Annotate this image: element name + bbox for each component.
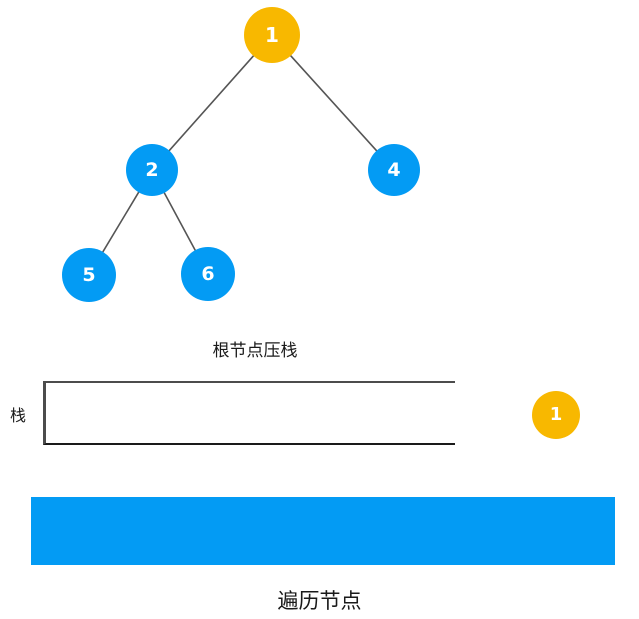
tree-edge-1-2 [168,54,255,152]
tree-node-5[interactable]: 5 [62,248,116,302]
stack-label: 栈 [10,406,27,425]
tree-node-label: 6 [201,262,215,285]
tree-node-4[interactable]: 4 [368,144,420,196]
stack-caption: 根节点压栈 [212,341,298,361]
bottom-caption: 遍历节点 [277,589,362,613]
tree-node-6[interactable]: 6 [181,247,235,301]
tree-edges-layer [101,54,378,254]
tree-node-2[interactable]: 2 [126,144,178,196]
tree-edge-2-5 [101,191,140,254]
highlight-bar [31,497,615,565]
tree-node-label: 1 [265,23,279,47]
pending-node[interactable]: 1 [532,391,580,439]
pending-node-label: 1 [549,404,563,425]
pending-node-container: 1 [532,391,580,439]
tree-node-label: 2 [145,158,159,181]
tree-edge-1-4 [289,54,378,152]
tree-node-label: 4 [387,158,401,181]
tree-node-label: 5 [82,263,96,286]
tree-edge-2-6 [163,191,197,252]
stack-container [43,381,455,445]
tree-node-1[interactable]: 1 [244,7,300,63]
